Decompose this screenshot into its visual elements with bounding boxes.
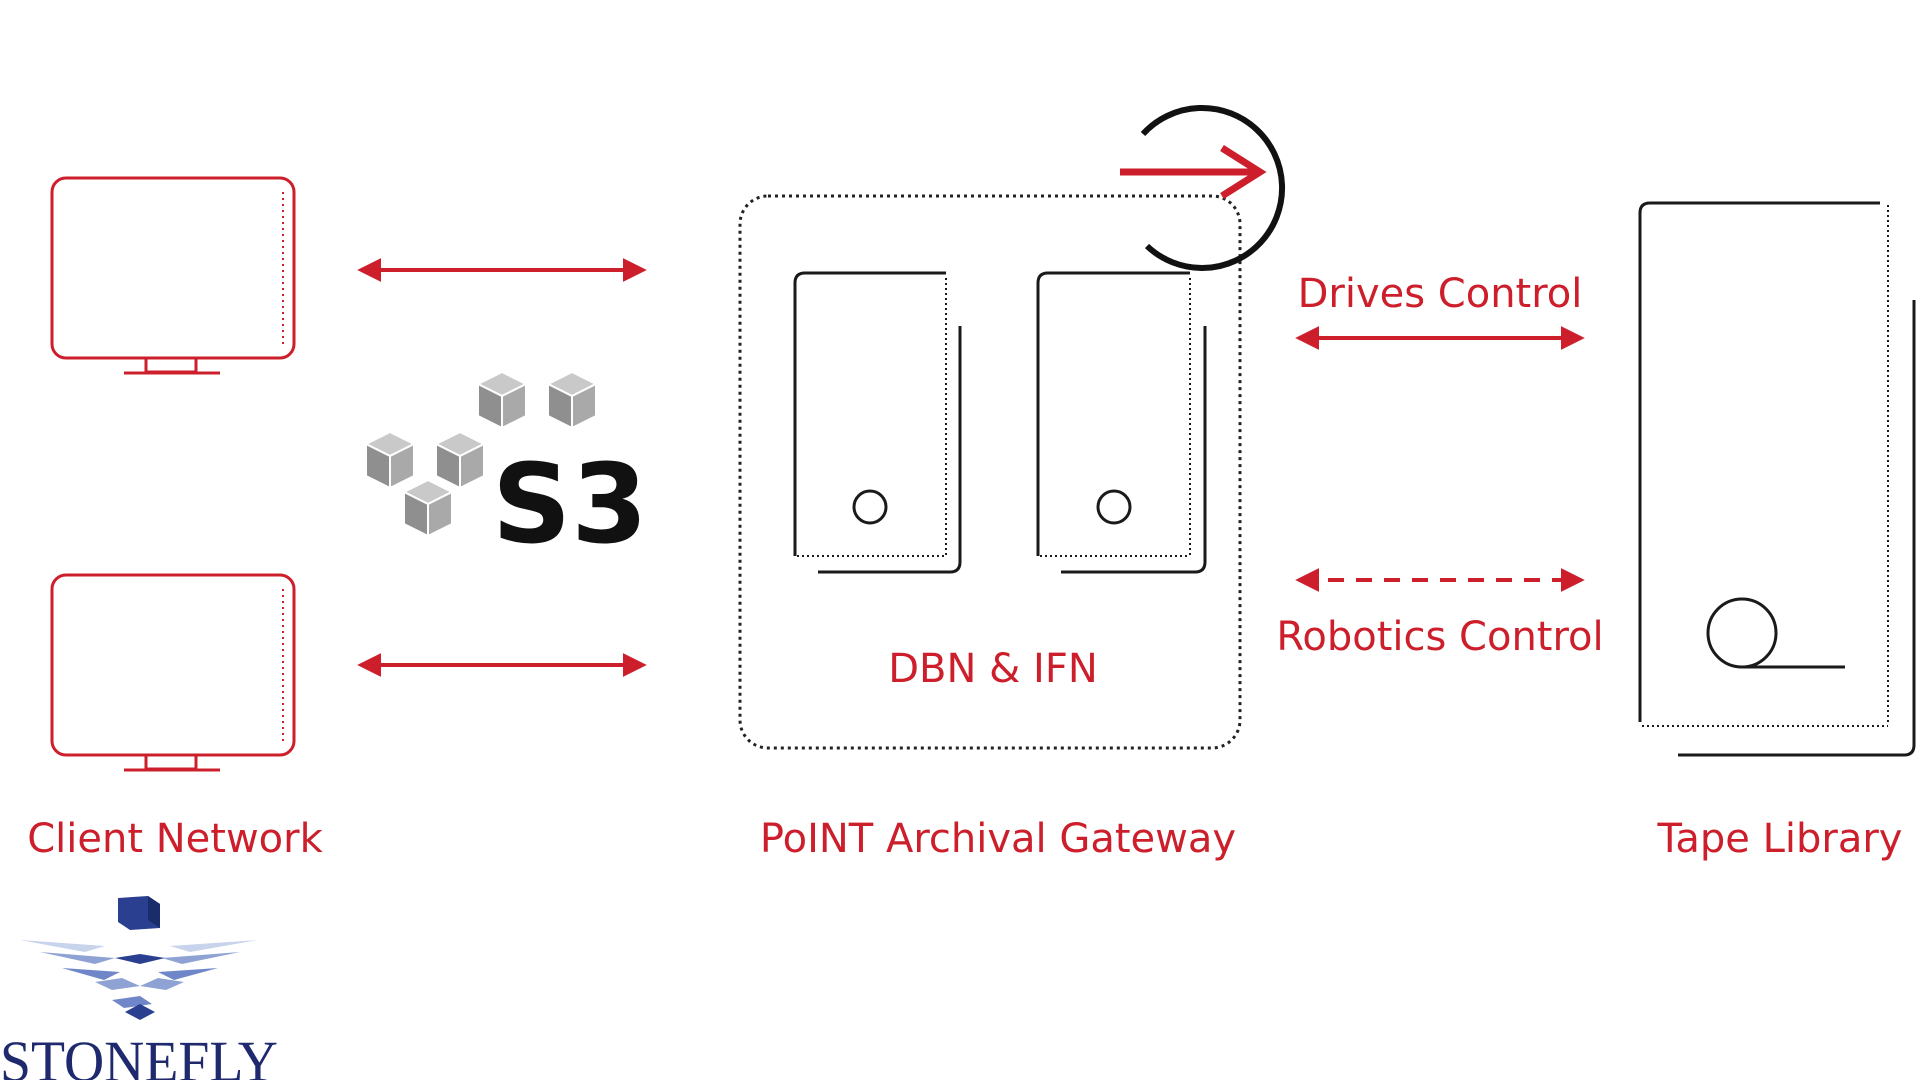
stonefly-emblem: [20, 896, 258, 1020]
client-network-label: Client Network: [27, 816, 323, 862]
drives-control-label: Drives Control: [1298, 271, 1583, 317]
server-dbn: [793, 271, 962, 574]
s3-text: S3: [492, 440, 648, 568]
s3-logo: S3: [365, 371, 648, 568]
gateway-inner-label: DBN & IFN: [888, 646, 1098, 692]
client-monitor-bottom: [50, 573, 296, 772]
gateway-box: [738, 194, 1242, 750]
tape-library: [1638, 201, 1916, 757]
server-ifn: [1036, 271, 1207, 574]
robotics-control-label: Robotics Control: [1276, 614, 1603, 660]
stonefly-wordmark: STONEFLY: [0, 1029, 278, 1080]
tape-library-label: Tape Library: [1657, 816, 1903, 862]
archive-arrow-icon: [1120, 104, 1286, 271]
client-monitor-top: [50, 176, 296, 375]
gateway-label: PoINT Archival Gateway: [760, 816, 1236, 862]
stonefly-logo: STONEFLY: [0, 896, 278, 1080]
